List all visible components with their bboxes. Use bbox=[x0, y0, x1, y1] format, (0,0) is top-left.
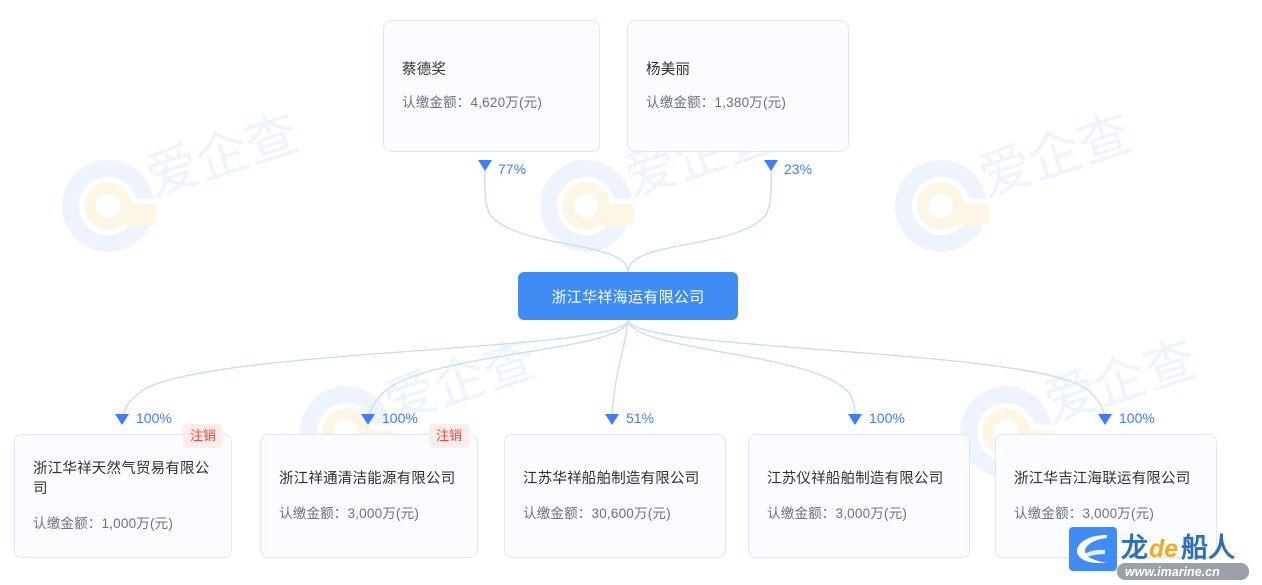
subsidiary-card-3[interactable]: 江苏华祥船舶制造有限公司 认缴金额：30,600万(元) bbox=[504, 434, 726, 558]
imarine-boat-icon bbox=[1083, 549, 1105, 558]
subsidiary-name: 浙江华吉江海联运有限公司 bbox=[1014, 471, 1191, 487]
center-company-node[interactable]: 浙江华祥海运有限公司 bbox=[518, 272, 738, 320]
subsidiary-amount: 认缴金额：3,000万(元) bbox=[279, 506, 420, 521]
watermark-text: 爱企查 bbox=[139, 104, 306, 208]
aiqicha-logo-icon bbox=[540, 160, 632, 252]
watermark-text: 爱企查 bbox=[972, 104, 1139, 208]
shareholder-amount: 认缴金额：1,380万(元) bbox=[646, 95, 787, 110]
percent-label-subsidiary-2: 100% bbox=[382, 410, 418, 426]
subsidiary-name: 浙江祥通清洁能源有限公司 bbox=[279, 471, 456, 487]
aiqicha-logo-tail-icon bbox=[600, 204, 634, 225]
edge-subsidiary-3 bbox=[611, 319, 629, 421]
percent-label-subsidiary-3: 51% bbox=[626, 410, 655, 426]
percent-label-subsidiary-1: 100% bbox=[136, 410, 172, 426]
percent-label-shareholder-1: 77% bbox=[498, 161, 527, 177]
imarine-brand-text-suffix: 船人 bbox=[1181, 532, 1235, 563]
status-badge: 注销 bbox=[428, 424, 469, 448]
aiqicha-logo-inner-icon bbox=[84, 182, 132, 230]
arrowhead-subsidiary-5 bbox=[1098, 414, 1112, 425]
imarine-brand-text-de: de bbox=[1149, 535, 1178, 563]
subsidiary-name: 江苏华祥船舶制造有限公司 bbox=[523, 471, 700, 487]
subsidiary-amount: 认缴金额：3,000万(元) bbox=[1014, 506, 1155, 521]
edge-subsidiary-2 bbox=[367, 319, 629, 421]
edge-subsidiary-1 bbox=[121, 319, 629, 421]
subsidiary-amount: 认缴金额：30,600万(元) bbox=[523, 506, 671, 521]
arrowhead-shareholder-1 bbox=[478, 160, 492, 171]
imarine-badge-bg bbox=[1069, 527, 1117, 571]
arrowhead-subsidiary-4 bbox=[848, 414, 862, 425]
aiqicha-logo-tail-icon bbox=[955, 204, 989, 225]
subsidiary-amount: 认缴金额：3,000万(元) bbox=[767, 506, 908, 521]
subsidiary-card-2[interactable]: 注销 浙江祥通清洁能源有限公司 认缴金额：3,000万(元) bbox=[260, 424, 478, 558]
aiqicha-logo-inner-icon bbox=[917, 182, 965, 230]
percent-label-subsidiary-4: 100% bbox=[869, 410, 905, 426]
imarine-watermark-logo: 龙 de 船人 www.imarine.cn bbox=[1069, 527, 1249, 580]
imarine-url-bar bbox=[1117, 563, 1249, 580]
aiqicha-logo-inner-icon bbox=[562, 182, 610, 230]
subsidiary-amount: 认缴金额：1,000万(元) bbox=[33, 516, 174, 531]
status-badge: 注销 bbox=[182, 424, 223, 448]
imarine-url-text: www.imarine.cn bbox=[1125, 565, 1220, 579]
arrowhead-subsidiary-2 bbox=[361, 414, 375, 425]
shareholder-name: 杨美丽 bbox=[646, 62, 691, 78]
shareholder-card-1[interactable]: 蔡德奖 认缴金额：4,620万(元) bbox=[383, 20, 600, 152]
aiqicha-watermark: 爱企查 bbox=[895, 104, 1195, 262]
subsidiary-name: 浙江华祥天然气贸易有限公司 bbox=[33, 461, 210, 497]
edge-subsidiary-4 bbox=[627, 319, 856, 421]
aiqicha-watermark: 爱企查 bbox=[62, 104, 362, 262]
edge-subsidiary-5 bbox=[627, 319, 1106, 421]
imarine-brand-text: 龙 bbox=[1121, 533, 1148, 563]
subsidiary-card-4[interactable]: 江苏仪祥船舶制造有限公司 认缴金额：3,000万(元) bbox=[748, 434, 970, 558]
shareholder-name: 蔡德奖 bbox=[402, 62, 447, 78]
aiqicha-logo-tail-icon bbox=[122, 204, 156, 225]
percent-label-shareholder-2: 23% bbox=[784, 161, 813, 177]
aiqicha-logo-icon bbox=[895, 160, 987, 252]
subsidiary-card-1[interactable]: 注销 浙江华祥天然气贸易有限公司 认缴金额：1,000万(元) bbox=[14, 424, 232, 558]
aiqicha-logo-icon bbox=[62, 160, 154, 252]
shareholder-card-2[interactable]: 杨美丽 认缴金额：1,380万(元) bbox=[627, 20, 849, 152]
arrowhead-subsidiary-3 bbox=[605, 414, 619, 425]
center-company-name: 浙江华祥海运有限公司 bbox=[551, 288, 705, 306]
arrowhead-subsidiary-1 bbox=[115, 414, 129, 425]
edge-shareholder-2 bbox=[627, 159, 772, 273]
subsidiary-name: 江苏仪祥船舶制造有限公司 bbox=[767, 471, 944, 487]
percent-label-subsidiary-5: 100% bbox=[1119, 410, 1155, 426]
shareholder-amount: 认缴金额：4,620万(元) bbox=[402, 95, 543, 110]
arrowhead-shareholder-2 bbox=[764, 160, 778, 171]
